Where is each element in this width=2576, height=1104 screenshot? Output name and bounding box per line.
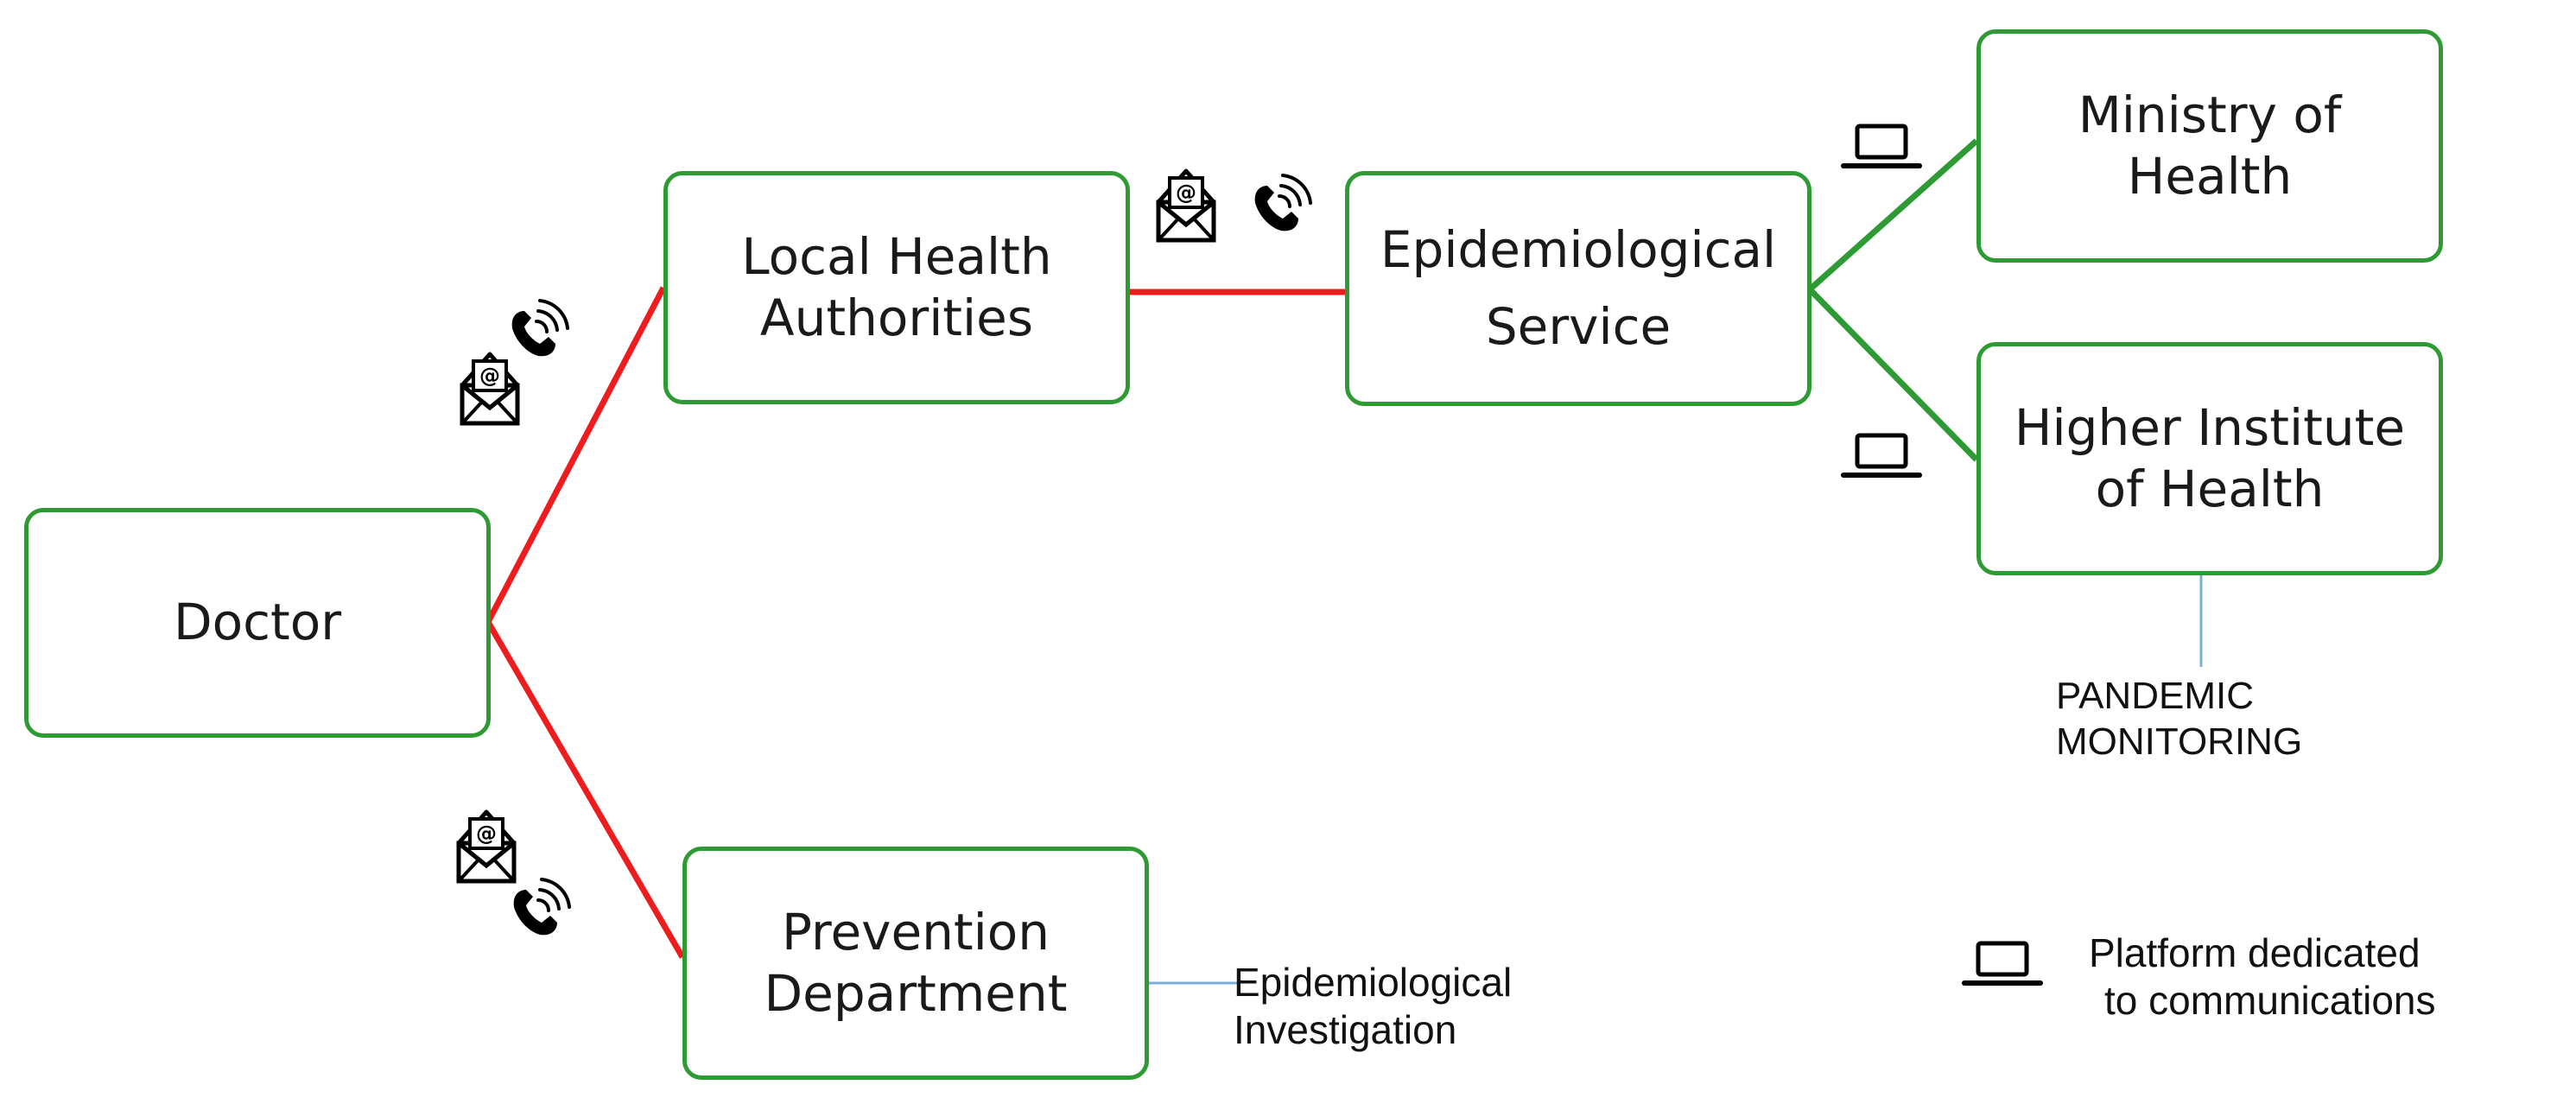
annotation-pandemic-monitoring: PANDEMIC MONITORING [2056,674,2302,765]
node-ministry-line-1: Ministry of [2078,85,2342,144]
node-local-health-line-2: Authorities [759,289,1034,347]
node-prevention-department: Prevention Department [682,847,1149,1080]
node-doctor: Doctor [24,508,491,738]
laptop-icon [1843,126,1919,166]
email-icon [459,812,514,881]
annotation-epidemiological-investigation-line-2: Investigation [1234,1007,1457,1053]
node-ministry-of-health: Ministry of Health [1976,29,2443,263]
edge-doctor-prevention [485,620,686,959]
annotation-epidemiological-investigation: Epidemiological Investigation [1234,959,1512,1054]
node-higher-institute-line-2: of Health [2095,460,2325,518]
legend-line-2: to communications [2104,978,2436,1024]
phone-icon [1253,174,1312,233]
annotation-pandemic-monitoring-line-2: MONITORING [2056,720,2303,763]
node-higher-institute-of-health: Higher Institute of Health [1976,342,2443,575]
email-icon [462,354,517,423]
node-local-health-authorities: Local Health Authorities [663,171,1130,404]
laptop-icon [1964,943,2040,983]
phone-icon [510,299,569,358]
phone-icon [511,878,571,937]
node-prevention-line-1: Prevention [781,902,1050,961]
node-ministry-line-2: Health [2127,147,2293,206]
annotation-pandemic-monitoring-line-1: PANDEMIC [2056,675,2254,717]
annotation-epidemiological-investigation-line-1: Epidemiological [1234,960,1513,1005]
node-epidemiological-service: Epidemiological Service [1345,171,1811,406]
edge-epidemiological-service-higher-institute [1807,287,1979,462]
legend: Platform dedicated to communications [2089,930,2436,1025]
node-doctor-line: Doctor [173,593,342,652]
email-icon [1158,171,1214,240]
legend-line-1: Platform dedicated [2089,930,2421,975]
edge-doctor-local-health [485,286,667,624]
node-prevention-line-2: Department [764,964,1068,1023]
node-local-health-line-1: Local Health [741,226,1052,286]
laptop-icon [1843,435,1919,475]
node-epidemiological-service-line-1: Epidemiological [1380,219,1777,279]
node-higher-institute-line-1: Higher Institute [2014,397,2406,457]
node-epidemiological-service-line-2: Service [1485,297,1672,356]
edge-epidemiological-service-ministry [1807,138,1979,292]
